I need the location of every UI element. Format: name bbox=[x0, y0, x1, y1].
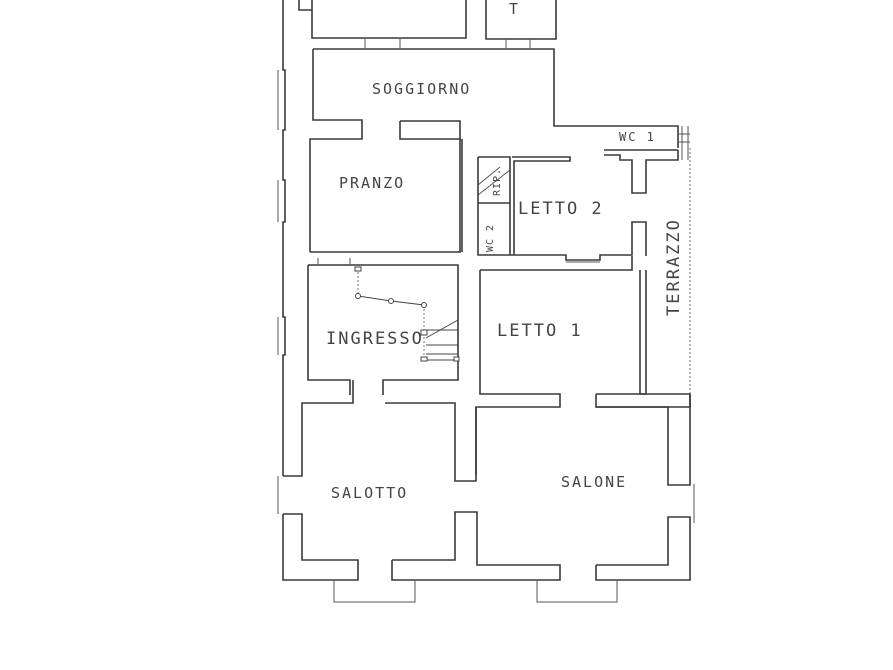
room-letto2-walls bbox=[477, 126, 690, 263]
room-soggiorno-walls bbox=[309, 48, 679, 252]
label-letto1: LETTO 1 bbox=[497, 321, 583, 341]
label-salone: SALONE bbox=[561, 473, 628, 491]
label-salotto: SALOTTO bbox=[331, 484, 409, 502]
label-letto2: LETTO 2 bbox=[518, 199, 604, 219]
label-soggiorno: SOGGIORNO bbox=[372, 80, 472, 98]
room-ingresso-walls bbox=[307, 258, 460, 395]
room-salotto-salone-walls bbox=[277, 380, 695, 603]
room-letto1-walls bbox=[475, 256, 647, 475]
label-rip: RIP. bbox=[492, 167, 503, 196]
label-wc1: WC 1 bbox=[619, 130, 656, 144]
outer-walls bbox=[277, 0, 557, 512]
label-pranzo: PRANZO bbox=[339, 174, 406, 192]
label-ingresso: INGRESSO bbox=[326, 329, 424, 349]
label-top-right-partial: T bbox=[509, 0, 521, 18]
label-terrazzo: TERRAZZO bbox=[664, 218, 684, 316]
room-pranzo-walls bbox=[310, 139, 463, 253]
label-wc2: WC 2 bbox=[485, 223, 496, 252]
